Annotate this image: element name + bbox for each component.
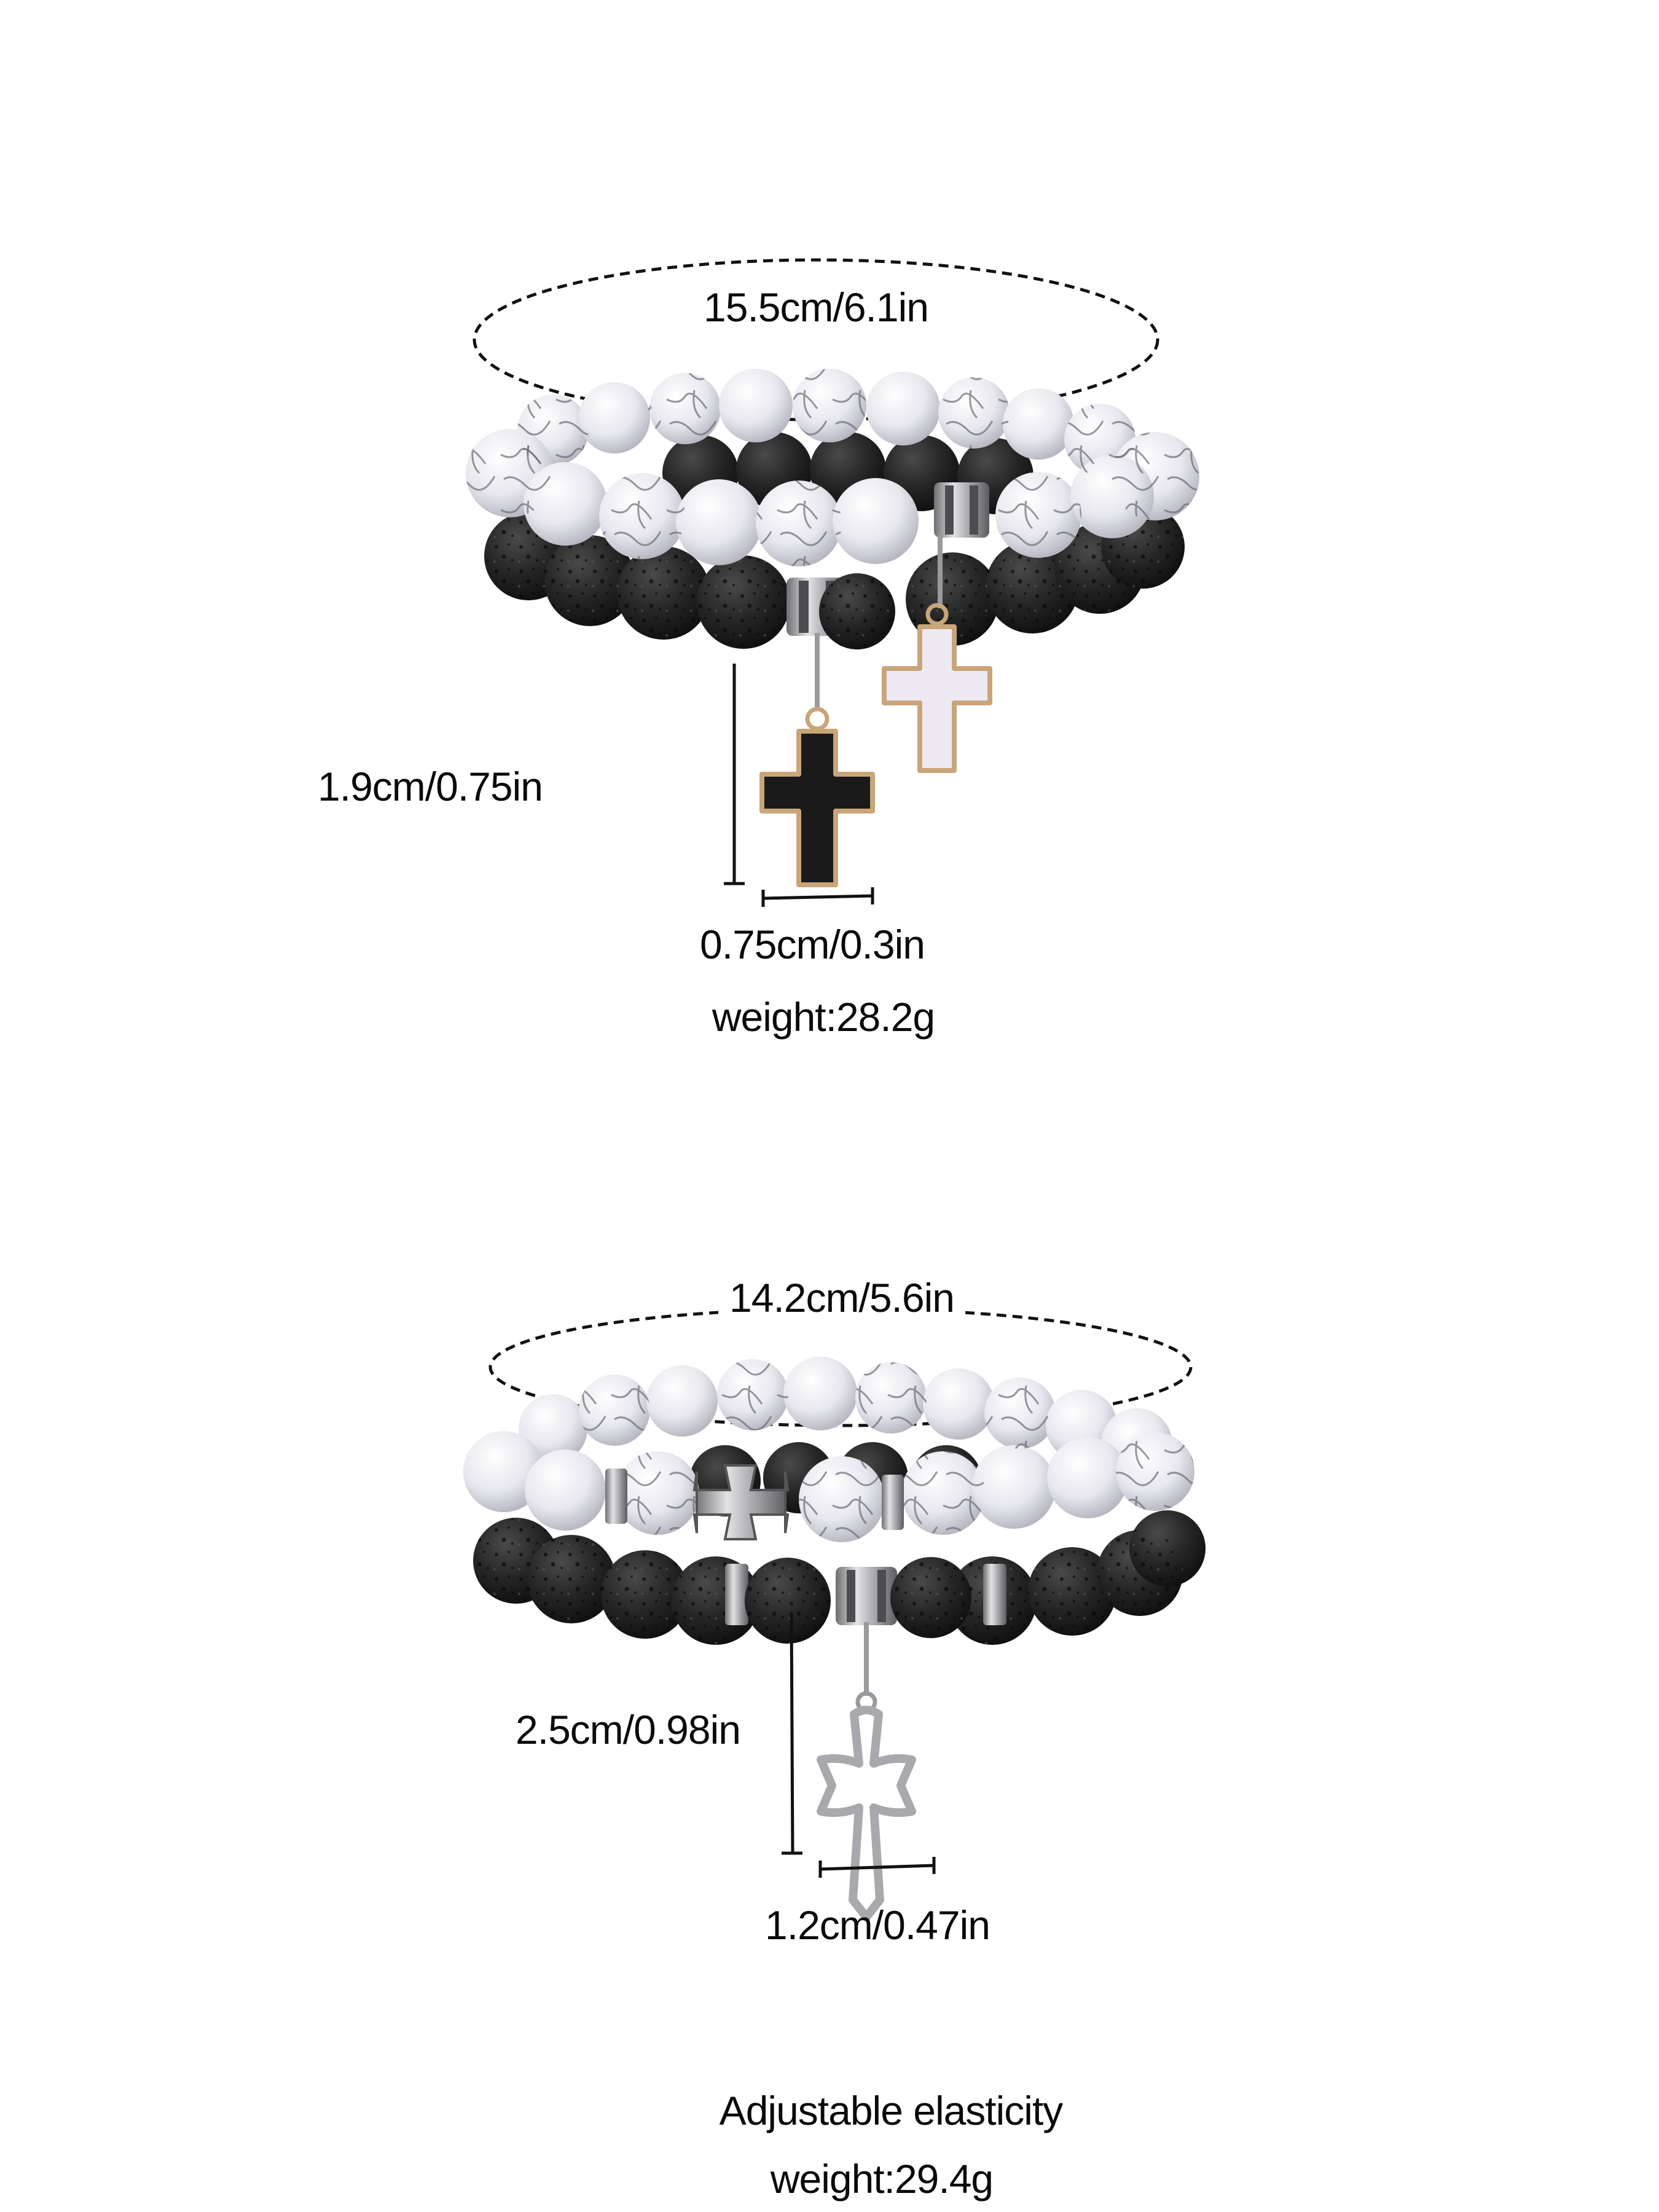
width-dimension-line-set1	[761, 887, 874, 907]
howlite-bracelet-set2	[463, 1357, 1194, 1542]
weight-label-set1: weight:28.2g	[712, 994, 935, 1040]
howlite-bracelet-set1	[466, 369, 1199, 567]
lava-bracelet-set1	[484, 432, 1185, 649]
cross-spacer-bead	[692, 1464, 790, 1540]
weight-label-set2: weight:29.4g	[770, 2156, 994, 2202]
pendant-width-label-set2: 1.2cm/0.47in	[765, 1902, 990, 1948]
white-cross-charm	[882, 535, 992, 773]
circumference-label-set2: 14.2cm/5.6in	[718, 1277, 965, 1318]
elasticity-note: Adjustable elasticity	[719, 2088, 1064, 2133]
height-dimension-line-set2	[782, 1612, 802, 1855]
lava-bracelet-set2	[473, 1442, 1206, 1645]
black-cross-charm	[759, 633, 875, 887]
pendant-height-label-set2: 2.5cm/0.98in	[516, 1707, 741, 1752]
open-cross-charm	[817, 1622, 916, 1921]
pendant-height-label-set1: 1.9cm/0.75in	[318, 764, 543, 809]
circumference-label-set1: 15.5cm/6.1in	[692, 287, 939, 327]
pendant-width-label-set1: 0.75cm/0.3in	[700, 922, 925, 967]
height-dimension-line-set1	[724, 664, 745, 885]
circumference-ellipse-set1	[473, 258, 1159, 422]
width-dimension-line-set2	[818, 1857, 936, 1878]
